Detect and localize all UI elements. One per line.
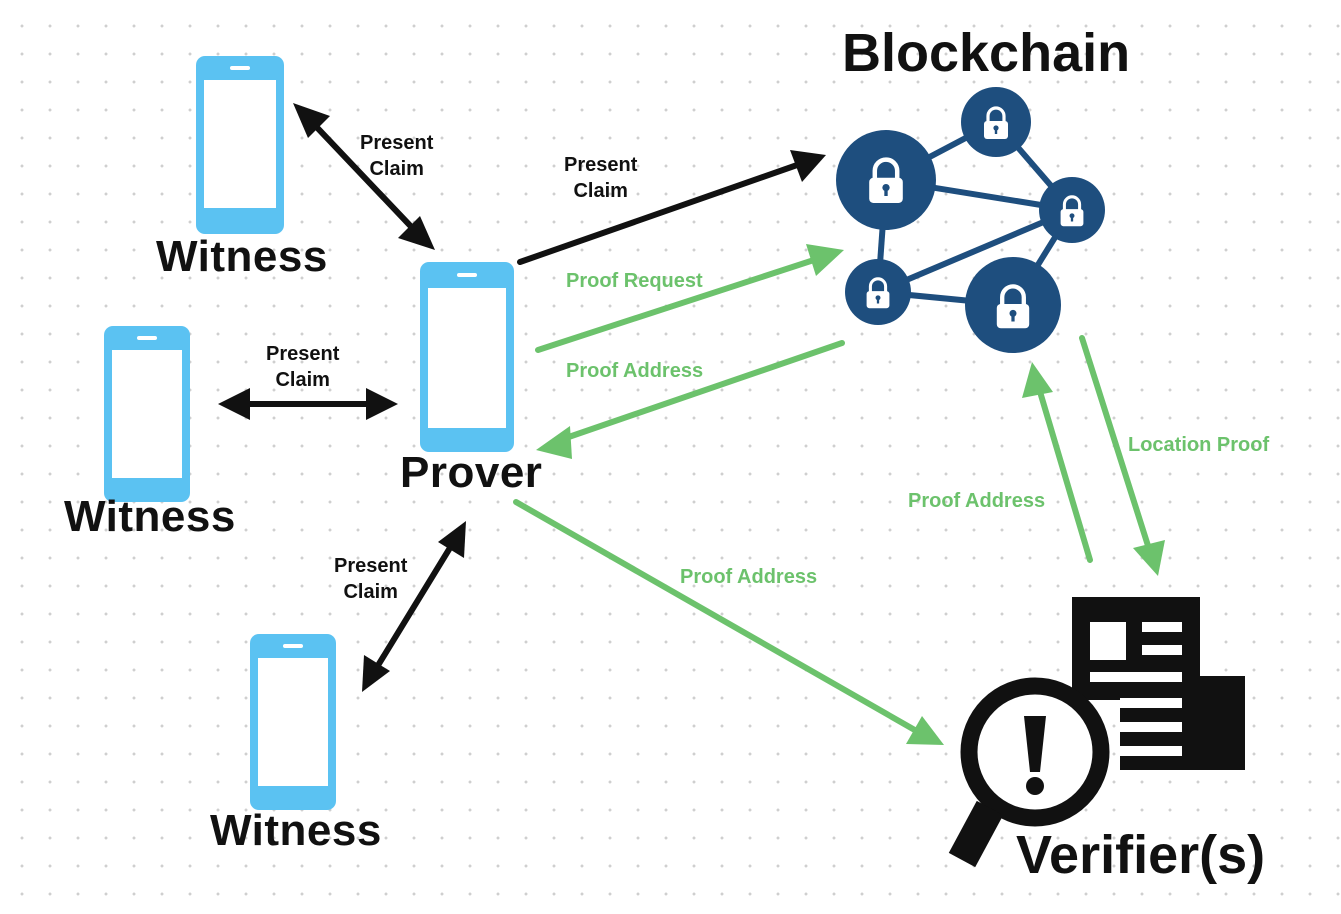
blockchain-title: Blockchain [842, 23, 1131, 83]
lock-node-icon [965, 257, 1061, 353]
witness-label-top: Witness [156, 232, 328, 281]
lock-node-icon [845, 259, 911, 325]
edge-label-proof-address-to-chain: Proof Address [908, 490, 1046, 512]
witness-label-mid: Witness [64, 492, 236, 541]
prover-label: Prover [400, 448, 543, 497]
witness-label-bottom: Witness [210, 806, 382, 855]
lock-node-icon [961, 87, 1031, 157]
edge-label-proof-address-to-verifier: Proof Address [680, 566, 818, 588]
edge-label-proof-request: Proof Request [566, 270, 703, 292]
present-claim-arrow-mid [218, 388, 398, 420]
lock-node-icon [1039, 177, 1105, 243]
proof-request-arrow [535, 244, 844, 353]
smartphone-icon [420, 262, 514, 457]
proof-address-arrow-to-verifier [513, 499, 944, 745]
proof-address-arrow-to-prover [536, 340, 845, 459]
edge-label-location-proof: Location Proof [1128, 434, 1270, 456]
smartphone-icon [104, 326, 190, 507]
document-magnifier-icon [948, 597, 1245, 868]
present-claim-arrow-bottom [362, 521, 466, 692]
proof-address-arrow-to-chain [1022, 362, 1093, 563]
edge-label-proof-address-to-prover: Proof Address [566, 360, 704, 382]
smartphone-icon [250, 634, 336, 815]
present-claim-arrow-chain [517, 150, 826, 265]
verifier-label: Verifier(s) [1016, 825, 1266, 885]
smartphone-icon [196, 56, 284, 239]
present-claim-arrow-top [293, 103, 435, 250]
lock-node-icon [836, 130, 936, 230]
location-proof-arrow [1079, 335, 1165, 576]
